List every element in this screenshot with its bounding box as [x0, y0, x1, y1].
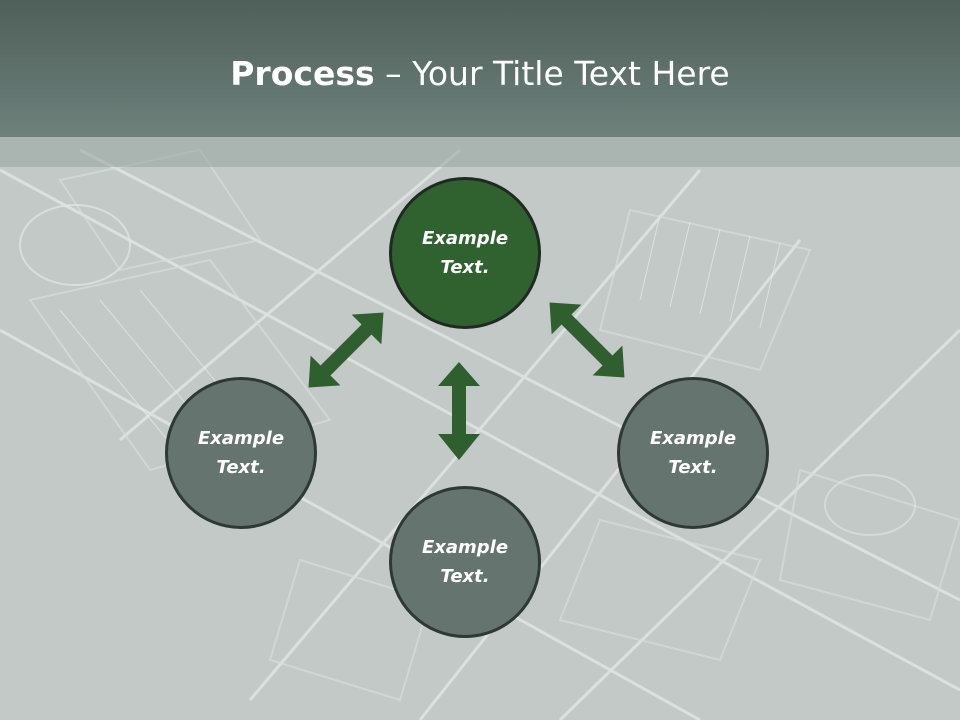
slide-title[interactable]: Process – Your Title Text Here — [0, 52, 960, 96]
title-header — [0, 0, 960, 137]
process-node-bottom[interactable]: Example Text. — [389, 486, 541, 638]
title-rest: – Your Title Text Here — [374, 54, 730, 93]
header-band — [0, 137, 960, 167]
node-bottom-text: Example Text. — [421, 537, 509, 587]
node-top-text: Example Text. — [421, 228, 509, 278]
process-node-top[interactable]: Example Text. — [389, 177, 541, 329]
process-node-right[interactable]: Example Text. — [617, 377, 769, 529]
title-bold: Process — [230, 54, 375, 93]
node-right-text: Example Text. — [649, 428, 737, 478]
node-left-text: Example Text. — [197, 428, 285, 478]
process-node-left[interactable]: Example Text. — [165, 377, 317, 529]
